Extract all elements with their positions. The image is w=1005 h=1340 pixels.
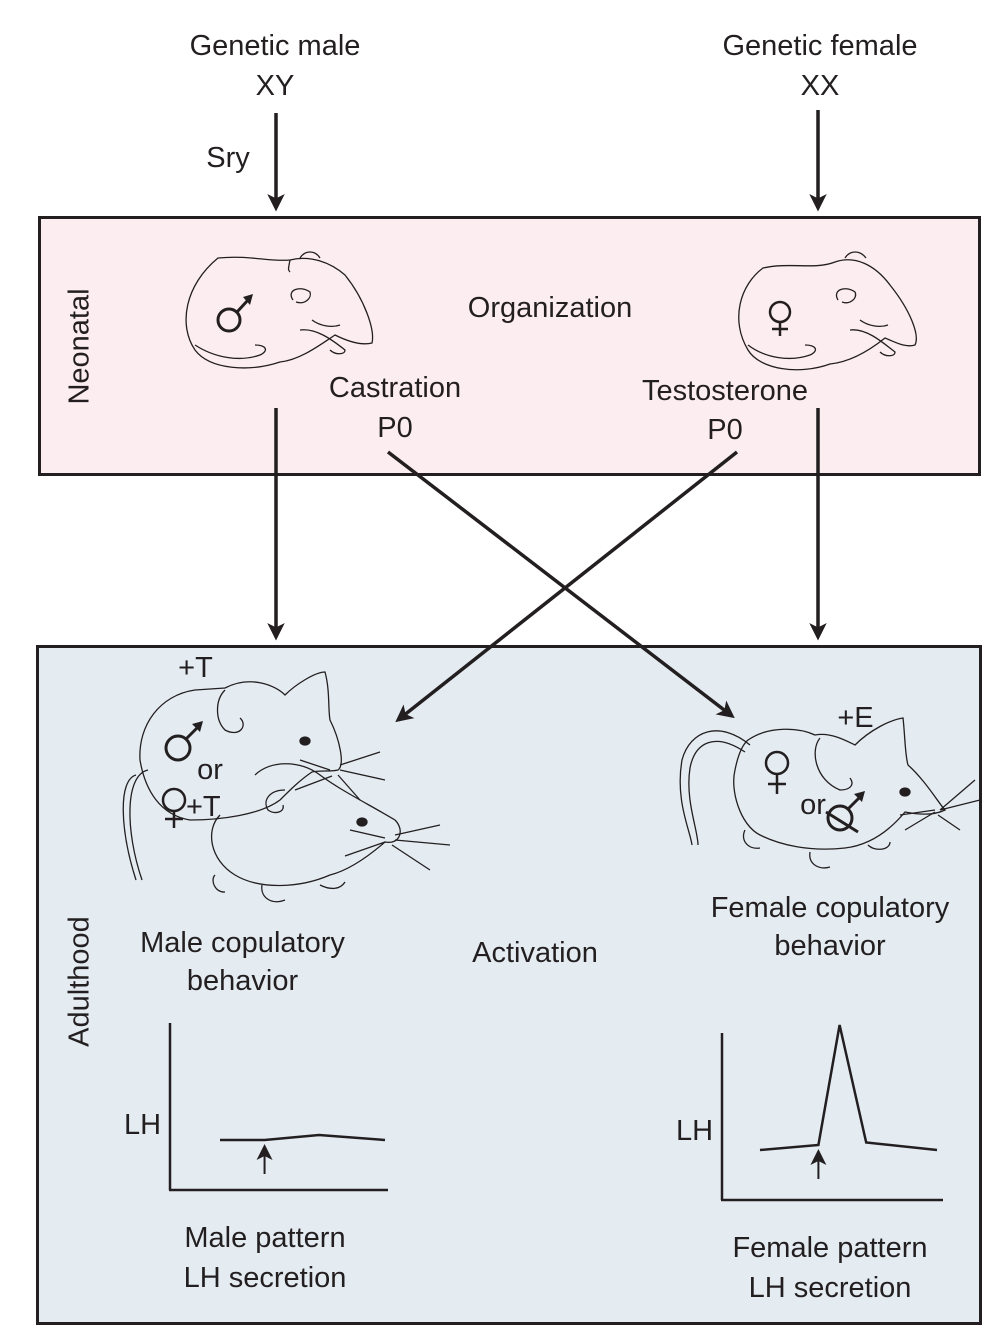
female-pattern-caption-line2: LH secretion [748, 1272, 912, 1304]
genetic-female-title: Genetic female [722, 30, 918, 62]
genetic-male-title: Genetic male [189, 30, 361, 62]
lh-series-line [220, 1133, 386, 1142]
male-behavior-line2: behavior [186, 965, 299, 997]
female-or-label: or [800, 789, 826, 821]
sry-label: Sry [206, 142, 250, 174]
neonatal-stage-box [38, 216, 981, 476]
adult-female-plus-t-symbol-icon: +T [161, 787, 221, 828]
male-symbol-icon [216, 294, 253, 333]
male-pattern-caption-line2: LH secretion [183, 1262, 347, 1294]
male-pup-illustration [185, 251, 374, 369]
testosterone-label: Testosterone [641, 375, 809, 407]
male-lh-axis-label: LH [123, 1109, 162, 1141]
castrated-male-symbol-icon [825, 791, 865, 834]
female-pattern-caption-line1: Female pattern [732, 1232, 928, 1264]
male-treatment-label: +T [178, 652, 213, 684]
male-behavior-line1: Male copulatory [140, 927, 345, 959]
lh-series-line [759, 1024, 938, 1152]
female-mouse-illustration [679, 717, 981, 869]
activation-label: Activation [472, 937, 598, 969]
female-symbol-icon [768, 300, 792, 336]
male-or-label: or [197, 754, 223, 786]
female-lh-chart [720, 1024, 943, 1202]
adulthood-stage-box [36, 645, 982, 1325]
svg-text:+T: +T [186, 791, 221, 823]
testosterone-time: P0 [707, 414, 743, 446]
stimulus-arrow-head [256, 1144, 273, 1160]
stimulus-arrow-head [810, 1149, 827, 1165]
castration-time: P0 [377, 412, 413, 444]
female-karyotype: XX [800, 70, 840, 102]
adult-male-symbol-icon [164, 721, 203, 762]
castration-label: Castration [328, 372, 462, 404]
organization-label: Organization [467, 292, 633, 324]
female-pup-illustration [738, 251, 917, 371]
female-behavior-line1: Female copulatory [710, 892, 950, 924]
female-treatment-label: +E [837, 702, 874, 734]
female-lh-axis-label: LH [675, 1115, 714, 1147]
female-behavior-line2: behavior [774, 930, 886, 962]
male-lh-chart [168, 1023, 388, 1192]
adult-female-symbol-icon [764, 750, 790, 794]
arrow-testosterone-to-male-behavior [395, 450, 739, 723]
male-pattern-caption-line1: Male pattern [184, 1222, 346, 1254]
arrow-castration-to-female-behavior [386, 450, 735, 719]
mounting-mice-illustration [122, 671, 451, 903]
male-karyotype: XY [255, 70, 295, 102]
